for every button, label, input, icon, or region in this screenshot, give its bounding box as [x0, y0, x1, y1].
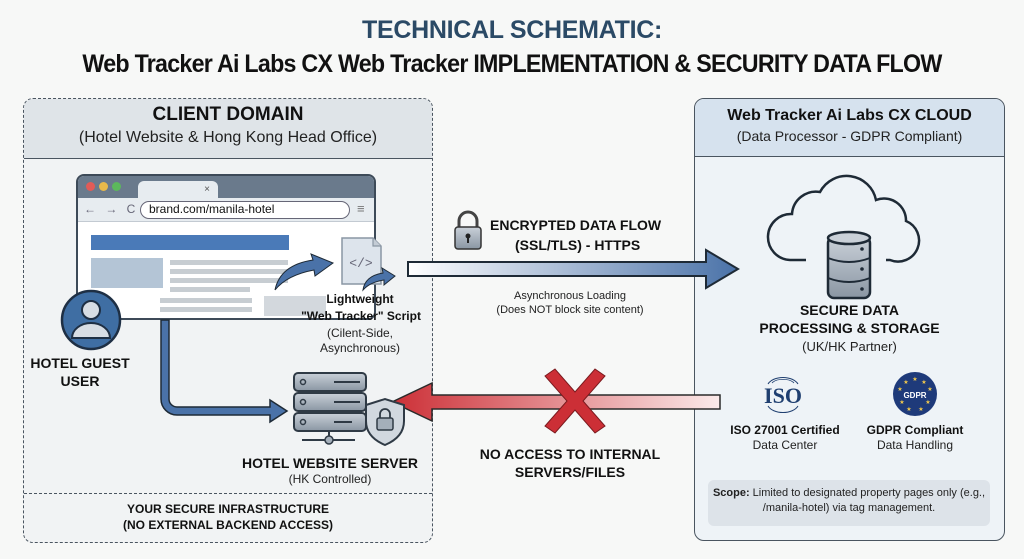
page-text-line: [170, 287, 250, 292]
guest-user-label-line2: USER: [60, 373, 100, 389]
page-image-block: [91, 258, 163, 288]
user-avatar-icon: [60, 289, 122, 351]
encrypted-flow-arrow: [407, 248, 740, 290]
menu-icon: ≡: [357, 201, 365, 216]
diagram-title: TECHNICAL SCHEMATIC:: [361, 16, 662, 44]
svg-text:★: ★: [903, 379, 908, 386]
close-dot-icon: [86, 182, 95, 191]
iso-label-line2: Data Center: [752, 438, 818, 452]
svg-text:★: ★: [925, 399, 930, 406]
script-label-line3: (Cilent-Side,: [326, 326, 394, 340]
svg-text:★: ★: [899, 399, 904, 406]
page-text-line: [170, 278, 288, 283]
blocked-flow-label-line2: SERVERS/FILES: [514, 464, 626, 480]
page-text-line: [160, 298, 252, 303]
page-text-line: [170, 260, 288, 265]
script-label-line1: Lightweight: [326, 292, 394, 306]
x-mark-icon: [544, 368, 606, 434]
cloud-database-icon: [766, 174, 921, 300]
page-block: [264, 296, 326, 316]
scope-label: Scope:: [712, 487, 750, 499]
script-label-line4: Asynchronous): [319, 341, 401, 355]
request-to-server-arrow: [160, 319, 289, 424]
encrypted-flow-label-line1: ENCRYPTED DATA FLOW: [490, 217, 662, 233]
iso-label-line1: ISO 27001 Certified: [730, 423, 840, 437]
browser-window: × ← → C brand.com/manila-hotel ≡: [76, 174, 376, 320]
iso-logo-icon: ISO: [764, 376, 802, 414]
scope-text: Limited to designated property pages onl…: [749, 487, 986, 514]
diagram-subtitle: Web Tracker Ai Labs CX Web Tracker IMPLE…: [82, 50, 942, 78]
svg-text:★: ★: [897, 386, 902, 393]
inject-arrow: [274, 253, 335, 291]
url-bar: brand.com/manila-hotel: [140, 201, 350, 219]
blocked-flow-label-line1: NO ACCESS TO INTERNAL: [479, 446, 661, 462]
scope-note: Scope: Limited to designated property pa…: [708, 480, 990, 526]
svg-text:ISO: ISO: [764, 383, 802, 408]
server-shield-icon: [293, 372, 405, 447]
svg-text:</>: </>: [349, 256, 373, 271]
browser-titlebar: ×: [78, 176, 374, 199]
storage-label-line1: SECURE DATA: [799, 302, 900, 318]
storage-label-line2: PROCESSING & STORAGE: [759, 320, 940, 336]
code-file-icon: </>: [341, 237, 382, 285]
gdpr-badge-icon: GDPR ★★★ ★★ ★★ ★★: [893, 372, 937, 416]
nav-arrows-icon: ← → C: [84, 202, 139, 216]
server-title: HOTEL WEBSITE SERVER: [241, 455, 419, 471]
tab-close-icon: ×: [204, 184, 210, 195]
svg-text:GDPR: GDPR: [903, 391, 926, 400]
page-text-line: [170, 269, 288, 274]
svg-text:★: ★: [906, 406, 911, 413]
encrypted-flow-label-line2: (SSL/TLS) - HTTPS: [515, 237, 641, 253]
gdpr-label-line2: Data Handling: [876, 438, 954, 452]
server-subtitle: (HK Controlled): [288, 472, 372, 486]
minimize-dot-icon: [99, 182, 108, 191]
svg-text:★: ★: [912, 376, 917, 383]
blocked-flow-arrow: [390, 381, 721, 423]
svg-text:★: ★: [927, 386, 932, 393]
page-header-block: [91, 235, 289, 250]
gdpr-label-line1: GDPR Compliant: [866, 423, 964, 437]
async-note-line2: (Does NOT block site content): [496, 304, 644, 316]
maximize-dot-icon: [112, 182, 121, 191]
svg-text:★: ★: [918, 406, 923, 413]
script-out-arrow: [362, 266, 396, 292]
async-note-line1: Asynchronous Loading: [514, 290, 626, 302]
guest-user-label-line1: HOTEL GUEST: [30, 355, 130, 371]
page-text-line: [160, 307, 252, 312]
browser-tab: ×: [138, 181, 218, 199]
storage-label-line3: (UK/HK Partner): [802, 339, 897, 354]
browser-toolbar: ← → C brand.com/manila-hotel ≡: [78, 198, 374, 222]
svg-text:★: ★: [921, 379, 926, 386]
script-label-line2: "Web Tracker" Script: [301, 309, 421, 323]
padlock-icon: [454, 210, 482, 250]
